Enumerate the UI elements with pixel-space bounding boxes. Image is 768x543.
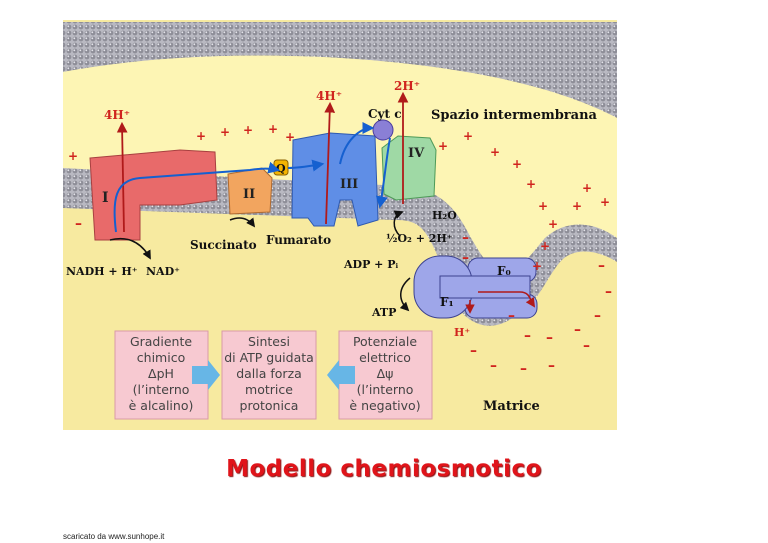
svg-text:–: – — [583, 338, 590, 354]
nadh-arrow — [109, 237, 151, 260]
svg-text:–: – — [574, 322, 581, 338]
footer-source: scaricato da www.sunhope.it — [63, 532, 165, 541]
svg-text:+: + — [196, 129, 206, 143]
plus-charges: +++ +++ +++ +++ +++ +++ — [68, 122, 610, 273]
svg-text:+: + — [463, 129, 473, 143]
oxygen-arrow — [393, 210, 404, 237]
complex-III: III — [291, 132, 379, 227]
svg-text:+: + — [268, 122, 278, 136]
electron-path-2 — [287, 159, 325, 172]
svg-text:–: – — [508, 308, 515, 324]
svg-text:–: – — [520, 361, 527, 377]
svg-text:+: + — [582, 181, 592, 195]
cytc-label: Cyt c — [368, 107, 402, 121]
svg-text:–: – — [490, 358, 497, 374]
svg-text:–: – — [598, 258, 605, 274]
o2-label: ½O₂ + 2H⁺ — [386, 232, 453, 245]
box-arrow-right — [327, 360, 355, 390]
complex-II: II — [227, 167, 273, 215]
electron-path — [113, 161, 281, 233]
succinate-arrow — [229, 217, 256, 228]
minus-charges: ––– ––– ––– ––– ––– — [75, 216, 612, 377]
svg-text:+: + — [548, 217, 558, 231]
complex-III-label: III — [340, 177, 358, 192]
svg-text:+: + — [512, 157, 522, 171]
svg-text:+: + — [220, 125, 230, 139]
complex-I-label: I — [102, 190, 109, 206]
adp-label: ADP + Pᵢ — [343, 258, 398, 271]
cytochrome-c: Cyt c — [368, 107, 402, 141]
svg-text:–: – — [75, 216, 82, 232]
h4-mid-label: 4H⁺ — [316, 89, 342, 103]
svg-text:–: – — [470, 343, 477, 359]
ubiquinone-q: Q — [273, 159, 289, 176]
spazio-label: Spazio intermembrana — [431, 108, 598, 123]
fumarato-label: Fumarato — [266, 233, 331, 247]
svg-text:–: – — [546, 330, 553, 346]
outer-membrane — [63, 22, 617, 118]
svg-text:–: – — [462, 230, 469, 246]
electron-path-4 — [375, 137, 391, 209]
nad-label: NAD⁺ — [146, 265, 180, 278]
matrice-label: Matrice — [483, 399, 540, 414]
proton-arrow-I — [116, 121, 128, 233]
h4-left-label: 4H⁺ — [104, 108, 130, 122]
atp-synthase: F₀ F₁ — [413, 255, 538, 319]
electron-path-3 — [339, 122, 375, 165]
svg-text:–: – — [462, 250, 469, 266]
svg-text:+: + — [600, 195, 610, 209]
f0-label: F₀ — [497, 264, 511, 278]
svg-text:+: + — [490, 145, 500, 159]
proton-arrow-atp — [478, 291, 536, 308]
svg-text:–: – — [605, 284, 612, 300]
svg-text:+: + — [438, 139, 448, 153]
nadh-label: NADH + H⁺ — [66, 265, 138, 278]
svg-text:+: + — [540, 239, 550, 253]
q-label: Q — [276, 162, 286, 175]
complex-IV: IV — [381, 135, 437, 201]
page-title: Modello chemiosmotico — [226, 456, 542, 482]
svg-text:+: + — [532, 259, 542, 273]
adp-arrow — [399, 277, 411, 312]
h-atp-label: H⁺ — [454, 326, 470, 339]
svg-text:+: + — [538, 199, 548, 213]
svg-text:–: – — [594, 308, 601, 324]
svg-text:–: – — [524, 328, 531, 344]
f1-label: F₁ — [440, 295, 454, 309]
svg-text:–: – — [548, 358, 555, 374]
succinato-label: Succinato — [190, 238, 257, 252]
complex-IV-label: IV — [408, 146, 425, 161]
proton-arrow-III — [324, 101, 336, 225]
svg-text:+: + — [285, 130, 295, 144]
h2-top-label: 2H⁺ — [394, 79, 420, 93]
atp-label: ATP — [371, 306, 396, 319]
svg-text:+: + — [68, 149, 78, 163]
complex-II-label: II — [243, 187, 255, 202]
h2o-label: H₂O — [432, 209, 457, 222]
svg-text:+: + — [243, 123, 253, 137]
box-arrow-left — [192, 360, 220, 390]
svg-text:+: + — [526, 177, 536, 191]
svg-text:+: + — [572, 199, 582, 213]
